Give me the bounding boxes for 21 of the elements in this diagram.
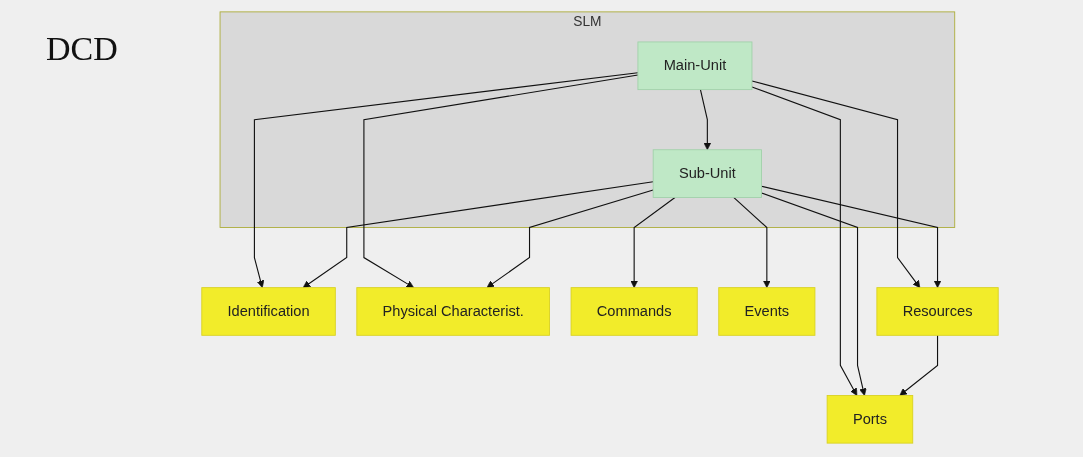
arrow — [630, 196, 676, 288]
arrow — [486, 189, 654, 288]
node-box: Main-Unit — [637, 41, 753, 91]
arrow — [751, 80, 921, 288]
node-box: Sub-Unit — [652, 149, 762, 198]
arrow — [760, 192, 867, 396]
node-box: Identification — [201, 287, 336, 336]
node-box: Events — [718, 287, 816, 336]
node-box: Physical Characterist. — [356, 287, 550, 336]
arrow — [699, 89, 712, 151]
arrow — [733, 196, 771, 288]
diagram-title: DCD — [46, 30, 118, 68]
arrow — [899, 334, 939, 396]
arrow — [302, 181, 654, 288]
arrow — [363, 74, 639, 288]
node-box: Resources — [876, 287, 999, 336]
arrow — [760, 185, 942, 288]
arrow — [253, 72, 639, 288]
node-box: Commands — [570, 287, 698, 336]
node-box: Ports — [826, 395, 914, 444]
arrow — [751, 86, 858, 396]
